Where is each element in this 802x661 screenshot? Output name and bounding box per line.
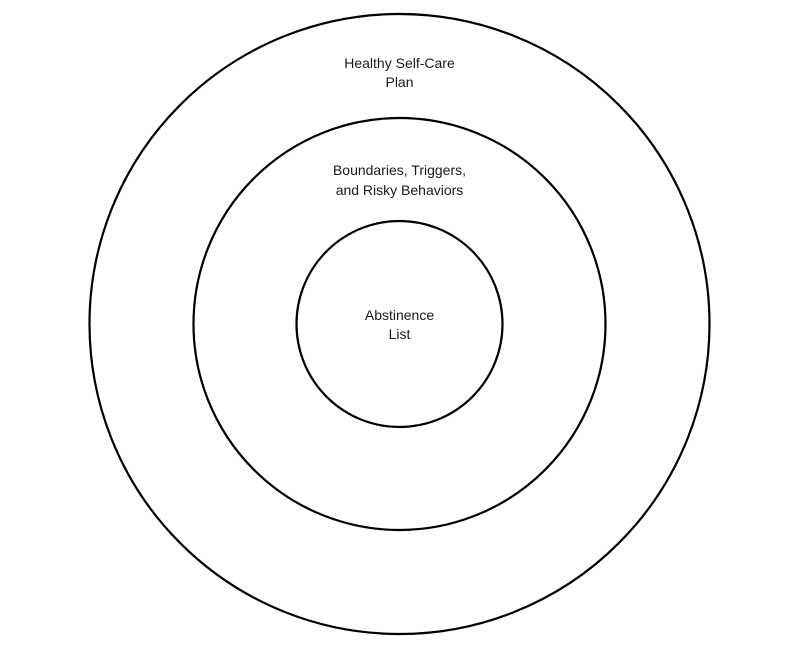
middle-circle-group: Boundaries, Triggers, and Risky Behavior… xyxy=(192,116,607,532)
middle-circle xyxy=(192,116,607,532)
outer-circle-group: Healthy Self-Care Plan xyxy=(88,12,711,636)
inner-circle-label-line2: List xyxy=(389,326,411,342)
inner-circle-label-line1: Abstinence xyxy=(365,307,434,323)
middle-circle-label-line2: and Risky Behaviors xyxy=(336,182,464,198)
inner-circle xyxy=(295,219,504,429)
outer-circle xyxy=(88,12,711,636)
outer-circle-label-line1: Healthy Self-Care xyxy=(344,55,455,71)
middle-circle-label-line1: Boundaries, Triggers, xyxy=(333,162,466,178)
outer-circle-label-line2: Plan xyxy=(385,74,413,90)
inner-circle-group: Abstinence List xyxy=(295,219,504,429)
